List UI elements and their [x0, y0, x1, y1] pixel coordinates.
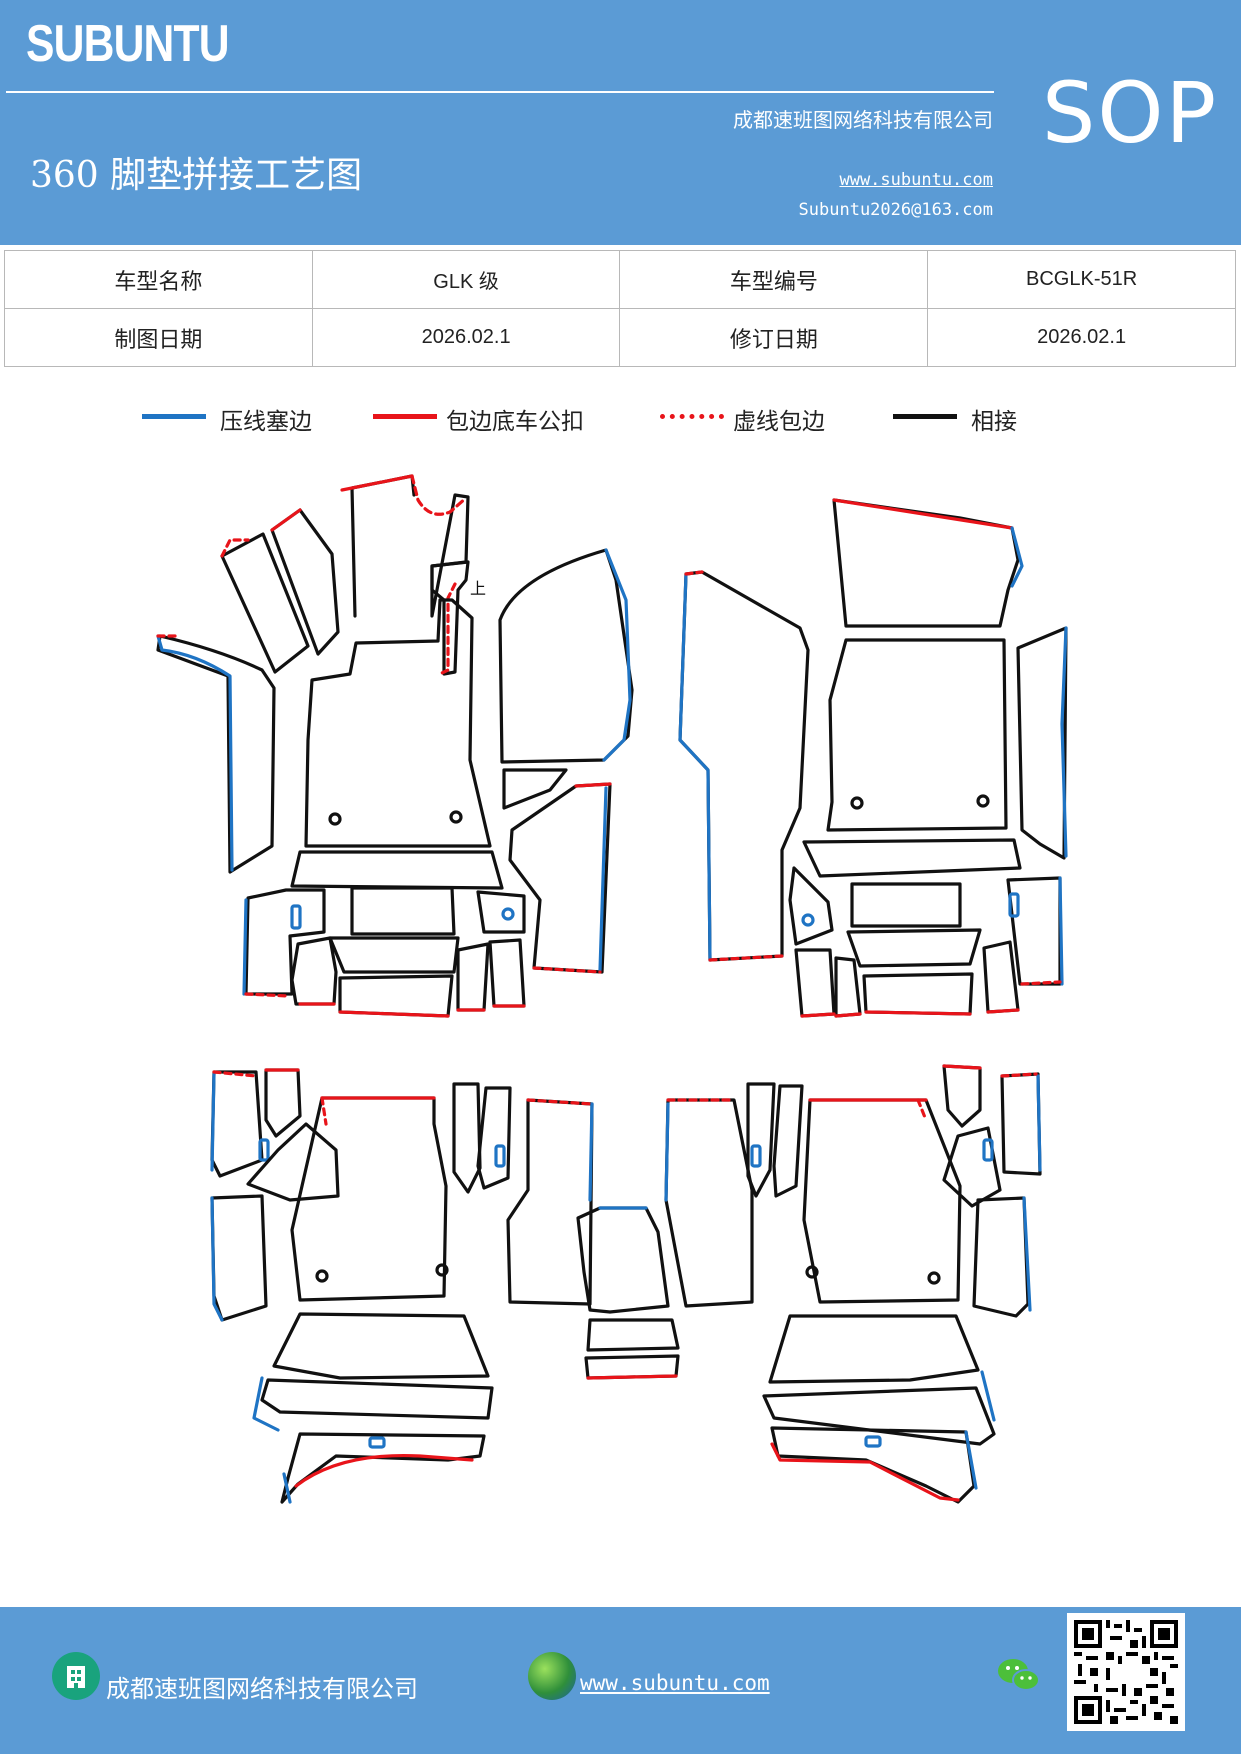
edge-legend: 压线塞边 包边底车公扣 虚线包边 相接: [0, 400, 1241, 440]
header-divider: [6, 91, 994, 93]
legend-swatch-blue: [142, 414, 206, 419]
floor-mat-diagram: 上: [156, 474, 1068, 1504]
revise-date-label: 修订日期: [619, 308, 929, 367]
rear-right-mat-set: [664, 1064, 1042, 1504]
legend-label-join: 相接: [971, 409, 1017, 435]
table-row: 车型名称 GLK 级 车型编号 BCGLK-51R: [4, 250, 1236, 309]
company-name: 成都速班图网络科技有限公司: [733, 108, 993, 132]
center-tunnel-set: [576, 1206, 680, 1380]
table-row: 制图日期 2026.02.1 修订日期 2026.02.1: [4, 308, 1236, 367]
top-mark: 上: [470, 579, 486, 598]
legend-swatch-black: [893, 414, 957, 419]
legend-label-press: 压线塞边: [220, 409, 312, 435]
footer-website-link[interactable]: www.subuntu.com: [580, 1671, 770, 1695]
sop-badge: SOP: [1042, 64, 1219, 162]
document-title: 360 脚垫拼接工艺图: [30, 155, 363, 196]
page-footer: 成都速班图网络科技有限公司 www.subuntu.com: [0, 1607, 1241, 1754]
brand-logo: SUBUNTU: [26, 15, 230, 73]
globe-icon: [528, 1652, 576, 1700]
model-code-label: 车型编号: [619, 250, 929, 309]
legend-label-dashed: 虚线包边: [733, 409, 825, 435]
draw-date-label: 制图日期: [4, 308, 313, 367]
email-address: Subuntu2026@163.com: [798, 200, 993, 220]
page-header: SUBUNTU SOP 360 脚垫拼接工艺图 成都速班图网络科技有限公司 ww…: [0, 0, 1241, 245]
front-left-mat-set: 上: [156, 474, 634, 1018]
qr-code: [1067, 1613, 1185, 1731]
footer-company-name: 成都速班图网络科技有限公司: [106, 1675, 418, 1703]
legend-label-wrap: 包边底车公扣: [446, 409, 584, 435]
draw-date-value: 2026.02.1: [311, 308, 621, 367]
model-name-label: 车型名称: [4, 250, 313, 309]
vehicle-info-table: 车型名称 GLK 级 车型编号 BCGLK-51R 制图日期 2026.02.1…: [4, 250, 1236, 367]
legend-swatch-red: [373, 414, 437, 419]
rear-left-mat-set: [210, 1068, 594, 1504]
website-link[interactable]: www.subuntu.com: [839, 170, 993, 190]
legend-swatch-red-dashed: [660, 414, 724, 419]
revise-date-value: 2026.02.1: [927, 308, 1236, 367]
wechat-icon[interactable]: [996, 1655, 1042, 1695]
model-name-value: GLK 级: [311, 250, 621, 309]
building-icon: [52, 1652, 100, 1700]
front-right-mat-set: [678, 498, 1068, 1018]
model-code-value: BCGLK-51R: [927, 250, 1236, 309]
